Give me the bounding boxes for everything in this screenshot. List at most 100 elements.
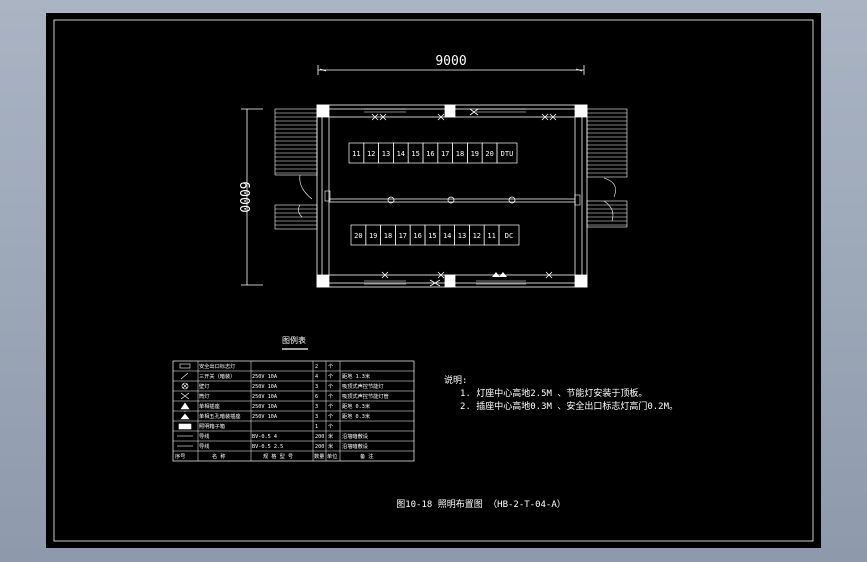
legend-name: 筒灯 (199, 392, 209, 400)
legend-qty: 2 (315, 364, 318, 370)
panel-cell: 19 (467, 142, 483, 164)
legend-header-unit: 单位 (327, 452, 337, 460)
legend-unit: 个 (328, 403, 334, 410)
legend-name: 导线 (199, 442, 209, 450)
legend-unit: 个 (328, 423, 334, 430)
panel-label: 11 (352, 150, 360, 158)
width-dimension-label: 9000 (435, 54, 466, 69)
panel-label: DC (505, 232, 513, 240)
panel-label: 11 (487, 232, 495, 240)
lamp-icon (387, 196, 395, 204)
legend-symbol-icon (178, 423, 192, 430)
legend-name: 三开关（暗装） (199, 372, 235, 380)
legend-name: 单相插座 (199, 402, 220, 410)
legend-spec: 250V 10A (252, 404, 278, 410)
panel-cell: 17 (395, 224, 411, 246)
sheet-border (53, 19, 814, 542)
ceiling-lamps (387, 196, 516, 204)
panel-label: 16 (413, 232, 421, 240)
legend-name: 导线 (199, 432, 209, 440)
panel-label: 17 (441, 150, 449, 158)
legend-unit: 个 (328, 363, 334, 370)
legend-symbol-icon (179, 363, 191, 369)
panel-cell: 14 (393, 142, 409, 164)
legend-spec: 250V 10A (252, 384, 278, 390)
panel-label: 13 (382, 150, 390, 158)
panel-cell: 18 (380, 224, 396, 246)
legend-spec: 250V 10A (252, 374, 278, 380)
panel-cell: 20 (350, 224, 367, 246)
socket-symbols (492, 272, 507, 277)
panel-label: 12 (473, 232, 481, 240)
panel-label: DTU (501, 150, 514, 158)
legend-unit: 个 (328, 413, 334, 420)
windows (364, 108, 526, 285)
legend-note: 距地 0.3米 (342, 402, 371, 410)
left-stair-steps (275, 112, 317, 226)
notes-line-1: 1. 灯座中心高地2.5M 、节能灯安装于顶板。 (460, 389, 648, 399)
height-dimension-label: 6000 (236, 181, 251, 212)
lamp-icon (508, 196, 516, 204)
legend-note: 沿墙暗敷设 (342, 432, 368, 440)
legend-header-no: 序号 (175, 452, 185, 460)
legend-name: 壁灯 (199, 382, 209, 390)
legend-qty: 3 (315, 384, 318, 390)
legend-unit: 个 (328, 383, 334, 390)
legend-qty: 200 (315, 434, 324, 440)
panel-cell: 13 (454, 224, 470, 246)
height-dimension (241, 108, 263, 286)
legend-unit: 个 (328, 393, 334, 400)
panel-label: 19 (369, 232, 377, 240)
panel-cell: DTU (496, 142, 518, 164)
legend-note: 距地 1.3米 (342, 372, 371, 380)
right-stair-steps (587, 112, 627, 226)
notes-line-2: 2. 插座中心高地0.3M 、安全出口标志灯高门0.2M。 (460, 402, 679, 412)
legend-spec: 250V 10A (252, 394, 278, 400)
panel-label: 14 (443, 232, 451, 240)
floor-plan-drawing: 9000 6000 (53, 19, 814, 542)
panel-label: 16 (426, 150, 434, 158)
legend-name: 单相五孔暗装插座 (199, 412, 241, 420)
legend-header-note: 备 注 (360, 452, 374, 460)
legend-note: 吸顶式声控节能灯 (342, 382, 384, 390)
legend-qty: 3 (315, 404, 318, 410)
legend-name: 安全出口标志灯 (199, 362, 235, 370)
drawing-caption: 图10-18 照明布置图 （HB-2-T-04-A） (396, 498, 566, 510)
legend-header-spec: 规 格 型 号 (263, 452, 293, 460)
building-walls (316, 104, 588, 288)
panel-cell: 20 (481, 142, 498, 164)
legend-qty: 200 (315, 444, 324, 450)
panel-label: 20 (485, 150, 493, 158)
legend-note: 吸顶式声控节能灯管 (342, 392, 389, 400)
panel-cell: 18 (452, 142, 468, 164)
socket-icon (492, 272, 500, 277)
panel-label: 18 (456, 150, 464, 158)
panel-label: 13 (458, 232, 466, 240)
legend-name: 照明箱子箱 (199, 422, 225, 430)
legend-unit: 米 (328, 432, 334, 440)
legend-symbol-icon (180, 372, 189, 380)
legend-symbol-icon (180, 392, 190, 400)
right-stair (586, 108, 628, 228)
socket-icon (499, 272, 507, 277)
panel-cell: 12 (363, 142, 379, 164)
panel-cell: 17 (437, 142, 453, 164)
panel-cell: 15 (424, 224, 441, 246)
legend-symbol-icon (181, 382, 189, 390)
legend-unit: 个 (328, 373, 334, 380)
legend-unit: 米 (328, 442, 334, 450)
legend-title: 图例表 (282, 335, 306, 345)
legend-header-name: 名 称 (212, 452, 226, 460)
legend-note: 距地 0.3米 (342, 412, 371, 420)
legend-qty: 6 (315, 394, 318, 400)
panel-cell: 11 (348, 142, 365, 164)
legend-header-qty: 数量 (314, 452, 324, 460)
panel-cell: 13 (378, 142, 394, 164)
legend-symbol-icon (180, 402, 190, 410)
legend-spec: BV-0.5 4 (252, 434, 277, 440)
exit-sign-icon (324, 190, 331, 202)
panel-cell: 15 (407, 142, 424, 164)
panel-cell: 14 (439, 224, 455, 246)
